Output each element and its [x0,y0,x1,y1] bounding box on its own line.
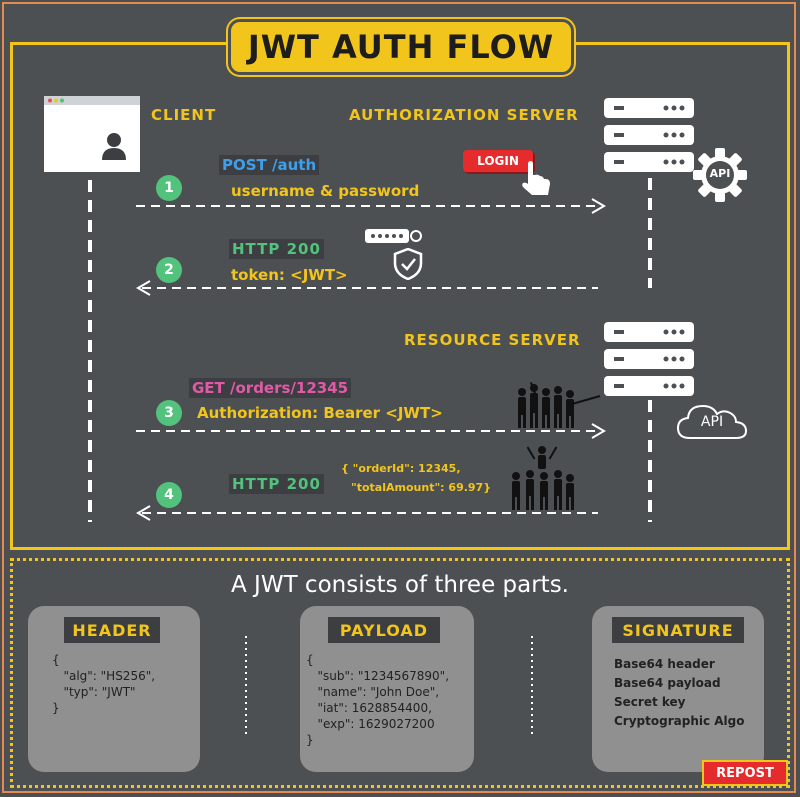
payload-line-5: "exp": 1629027200 [306,717,435,731]
step-2-method: HTTP 200 [229,239,324,259]
arrow-step-3 [136,423,606,439]
payload-part-title: PAYLOAD [328,617,440,643]
server-stack-icon [604,98,694,172]
repost-label: REPOST [716,765,774,781]
step-1-detail: username & password [231,182,420,200]
step-4-method: HTTP 200 [229,474,324,494]
arrow-step-4 [136,505,598,521]
repost-badge: REPOST [702,760,788,786]
api-cloud-label: API [700,414,724,430]
step-3-detail: Authorization: Bearer <JWT> [197,404,443,422]
login-click-icon [522,161,550,195]
payload-line-4: "iat": 1628854400, [306,701,432,715]
step-4-json-line-2: "totalAmount": 69.97} [351,481,492,494]
signature-line-2: Base64 payload [614,676,721,690]
server-stack-icon [604,322,694,396]
resource-server-label: RESOURCE SERVER [404,331,581,349]
page-title: JWT AUTH FLOW [247,28,555,66]
step-badge-3: 3 [156,400,182,426]
arrow-step-1 [136,198,606,214]
payload-line-1: { [306,653,314,667]
arrow-step-2 [136,280,598,296]
crowd-pull-icon [518,382,601,428]
login-button-graphic: LOGIN [463,150,533,172]
parts-panel-border [10,558,790,788]
crowd-cheer-icon [512,446,574,510]
payload-line-3: "name": "John Doe", [306,685,440,699]
signature-line-4: Cryptographic Algo [614,714,745,728]
header-line-3: "typ": "JWT" [52,685,136,699]
title-banner: JWT AUTH FLOW [228,19,574,75]
signature-line-3: Secret key [614,695,686,709]
api-gear-icon [693,148,747,202]
header-line-1: { [52,653,60,667]
step-badge-1: 1 [156,175,182,201]
payload-code: { "sub": "1234567890", "name": "John Doe… [306,652,449,748]
shield-icon [393,248,423,280]
step-1-method: POST /auth [219,155,320,175]
step-badge-4: 4 [156,482,182,508]
step-4-json-line-1: { "orderId": 12345, [341,462,461,475]
payload-line-6: } [306,733,314,747]
step-badge-2: 2 [156,257,182,283]
payload-line-2: "sub": "1234567890", [306,669,450,683]
step-2-detail: token: <JWT> [231,266,348,284]
api-gear-label: API [709,167,731,180]
header-code: { "alg": "HS256", "typ": "JWT" } [52,652,155,716]
browser-window-icon [44,96,140,172]
header-line-4: } [52,701,60,715]
header-line-2: "alg": "HS256", [52,669,156,683]
header-part-title: HEADER [64,617,160,643]
key-icon [365,229,422,243]
parts-subtitle: A JWT consists of three parts. [231,572,569,598]
user-icon [102,133,126,160]
signature-part-title: SIGNATURE [612,617,744,643]
api-cloud-icon [676,404,748,439]
step-3-method: GET /orders/12345 [189,378,352,398]
auth-server-label: AUTHORIZATION SERVER [349,106,579,124]
signature-list: Base64 header Base64 payload Secret key … [614,655,745,731]
signature-line-1: Base64 header [614,657,715,671]
client-label: CLIENT [151,106,217,124]
